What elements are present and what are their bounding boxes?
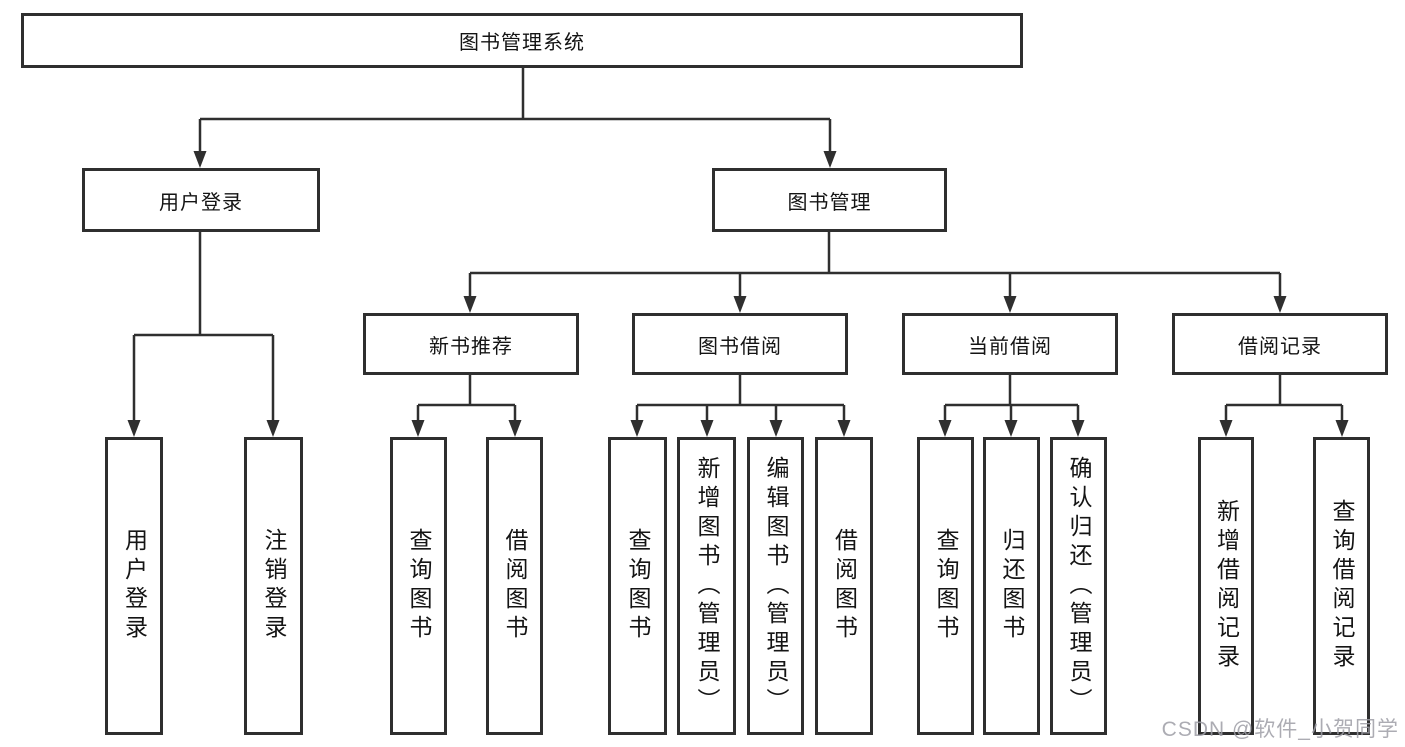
node-label: 借阅记录 — [1238, 335, 1322, 358]
leaf-logout: 注销登录 — [244, 437, 303, 735]
node-book-management: 图书管理 — [712, 168, 947, 232]
leaf-borrow-books-recommend: 借阅图书 — [486, 437, 543, 735]
node-label: 借阅图书 — [831, 528, 858, 644]
leaf-edit-book-admin: 编辑图书（管理员） — [747, 437, 804, 735]
csdn-watermark: CSDN @软件_小贺同学 — [1161, 718, 1399, 741]
node-label: 查询借阅记录 — [1329, 499, 1355, 673]
node-library-management-system: 图书管理系统 — [21, 13, 1023, 68]
node-label: 查询图书 — [625, 528, 651, 644]
node-label: 编辑图书（管理员） — [763, 455, 789, 717]
node-label: 借阅图书 — [502, 528, 528, 644]
node-current-borrowing: 当前借阅 — [902, 313, 1118, 375]
leaf-user-login: 用户登录 — [105, 437, 163, 735]
node-label: 图书管理系统 — [459, 32, 585, 54]
node-label: 用户登录 — [159, 191, 243, 214]
leaf-add-borrow-record: 新增借阅记录 — [1198, 437, 1254, 735]
node-label: 新增图书（管理员） — [694, 455, 720, 717]
leaf-query-borrow-record: 查询借阅记录 — [1313, 437, 1370, 735]
node-user-login: 用户登录 — [82, 168, 320, 232]
node-book-borrowing: 图书借阅 — [632, 313, 848, 375]
node-label: 图书借阅 — [698, 335, 782, 358]
node-label: 新增借阅记录 — [1213, 499, 1240, 673]
leaf-query-books-recommend: 查询图书 — [390, 437, 447, 735]
leaf-confirm-return-admin: 确认归还（管理员） — [1050, 437, 1107, 735]
leaf-add-book-admin: 新增图书（管理员） — [677, 437, 736, 735]
node-label: 确认归还（管理员） — [1066, 455, 1092, 717]
node-label: 注销登录 — [261, 528, 287, 644]
arrowheads — [127, 119, 1349, 437]
node-label: 图书管理 — [787, 191, 872, 214]
leaf-borrow-books-borrowing: 借阅图书 — [815, 437, 873, 735]
node-label: 当前借阅 — [968, 335, 1052, 358]
node-label: 归还图书 — [999, 528, 1025, 644]
leaf-query-books-borrowing: 查询图书 — [608, 437, 667, 735]
node-label: 新书推荐 — [429, 335, 513, 358]
node-label: 查询图书 — [933, 528, 959, 644]
leaf-query-books-current: 查询图书 — [917, 437, 974, 735]
tree-branch-lines — [134, 66, 1342, 407]
leaf-return-books: 归还图书 — [983, 437, 1040, 735]
node-new-book-recommendation: 新书推荐 — [363, 313, 579, 375]
node-borrowing-records: 借阅记录 — [1172, 313, 1388, 375]
node-label: 用户登录 — [121, 528, 148, 644]
node-label: 查询图书 — [406, 528, 432, 644]
